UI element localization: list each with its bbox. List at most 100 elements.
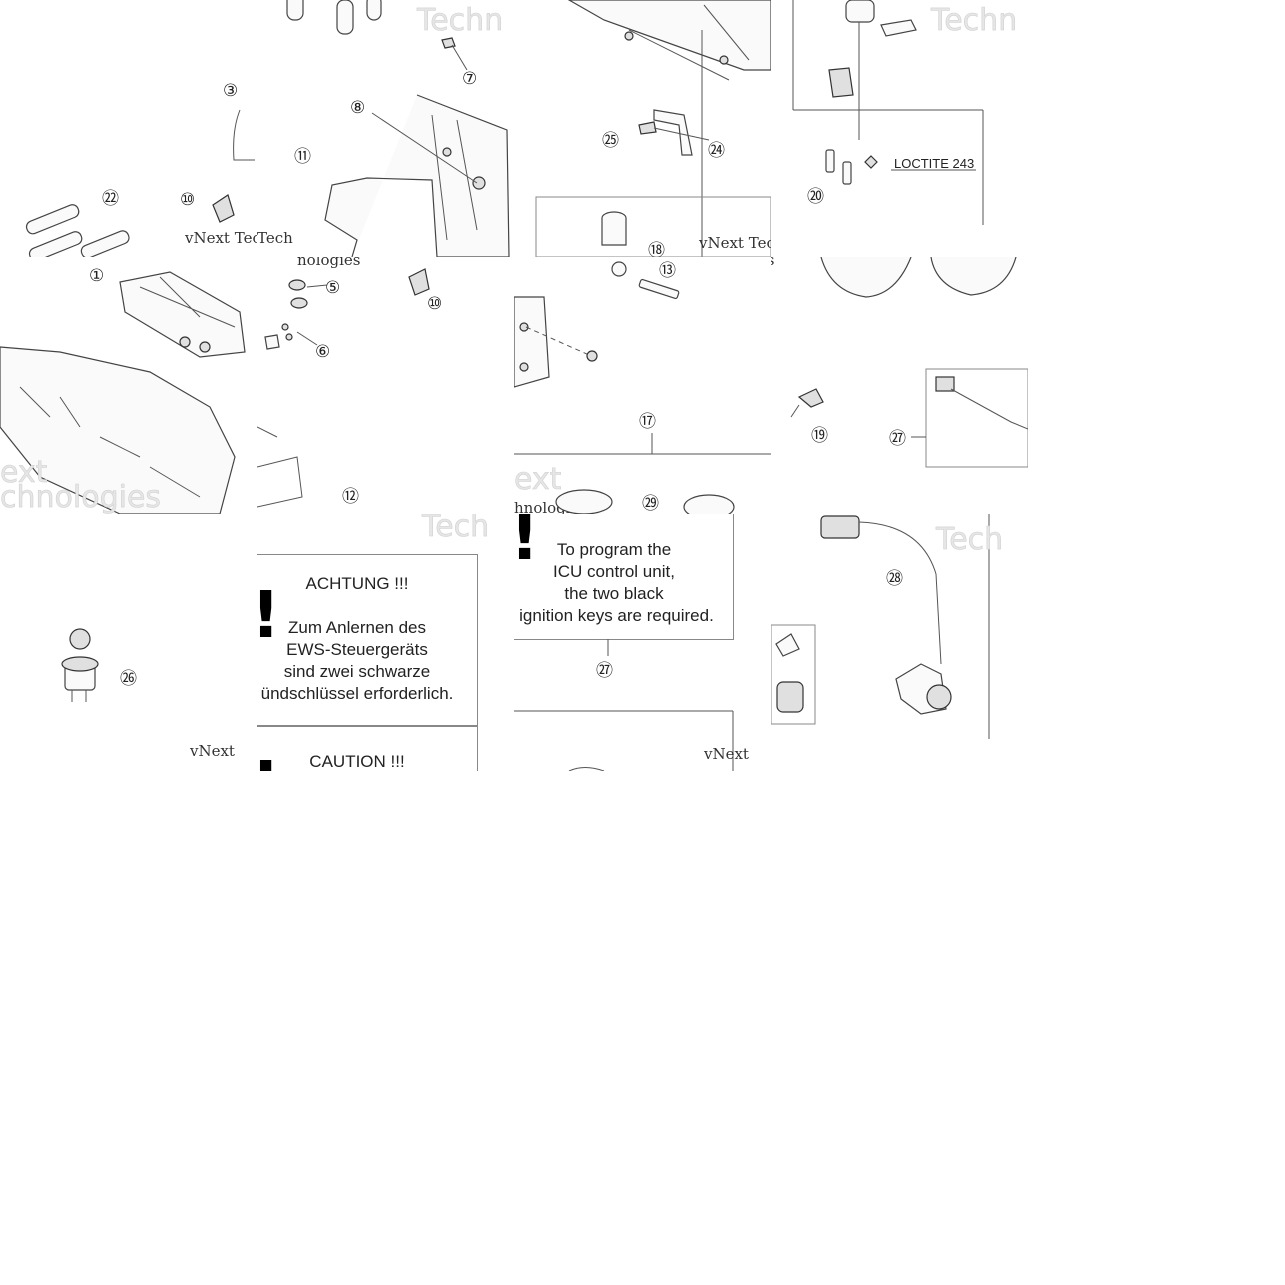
watermark-tech-2: Tech xyxy=(935,522,1003,557)
notice-en-line1: To program the xyxy=(556,540,672,559)
tile-r1c1: ③ ㉒ ⑩ vNext Technologies xyxy=(0,0,257,257)
ignition-lock-cylinder xyxy=(601,211,627,246)
bracket-plate xyxy=(514,296,550,388)
callout-3: ③ xyxy=(223,81,238,100)
tile-r2c3-drawing: Z ext hnologies ⑬ ⑰ ㉙ xyxy=(514,261,771,514)
callout-20: ⑳ xyxy=(807,187,824,206)
exclamation-de: ! xyxy=(257,584,280,648)
collar-18 xyxy=(611,261,627,277)
notice-en-box xyxy=(514,514,734,640)
clip xyxy=(408,268,430,296)
notice-en-caution: CAUTION !!! xyxy=(309,752,405,771)
tile-r2c2: nologies ⑤ ⑥ ⑩ ⑫ xyxy=(257,257,514,514)
callout-13: ⑬ xyxy=(659,261,676,280)
watermark-tech: Tech xyxy=(421,514,489,544)
callout-17: ⑰ xyxy=(639,412,656,431)
notice-de-line1: Zum Anlernen des xyxy=(288,618,426,637)
tile-r1c3-drawing: ㉕ ㉔ ⑱ vNext Technologies xyxy=(535,0,771,257)
callout-25: ㉕ xyxy=(602,131,619,150)
notice-de-line3: sind zwei schwarze xyxy=(283,662,431,681)
callout-27b: ㉗ xyxy=(596,661,613,680)
tile-r3c3-drawing: ㉗ vNext xyxy=(514,639,749,771)
tile-r1c2-drawing: Techn ⑦ ⑧ ⑪ Tech xyxy=(257,0,510,257)
watermark-ogies: nologies xyxy=(297,257,361,269)
spacer-tubes-top xyxy=(286,0,382,35)
part-fragment xyxy=(568,767,605,771)
watermark-techn: Techn xyxy=(416,3,503,38)
callout-12: ⑫ xyxy=(342,487,359,506)
watermark-vnext: vNext Technologies xyxy=(184,229,257,247)
tile-r3c1: ㉖ vNext xyxy=(0,514,257,771)
watermark-techn-3: Techn xyxy=(930,3,1017,38)
tile-r2c3: Z ext hnologies ⑬ ⑰ ㉙ xyxy=(514,257,771,514)
loctite-label: LOCTITE 243 xyxy=(894,156,974,171)
tile-r2c1-drawing: ext chnologies ① xyxy=(0,266,246,514)
key-box xyxy=(771,624,816,725)
callout-29: ㉙ xyxy=(642,494,659,513)
tile-r3c4-drawing: Tech ㉘ xyxy=(771,514,1004,739)
switch-assembly xyxy=(828,0,917,140)
headlight-mask xyxy=(0,346,236,514)
callout-10: ⑩ xyxy=(180,190,195,209)
bolt-13 xyxy=(638,278,680,300)
notice-de-line2: EWS-Steuergeräts xyxy=(286,640,428,659)
exclamation-en: ! xyxy=(514,514,539,570)
callout-18: ⑱ xyxy=(648,241,665,257)
power-socket xyxy=(61,628,99,702)
callout-7: ⑦ xyxy=(462,69,477,88)
watermark-techn-2: Tech xyxy=(257,229,293,247)
frame-bracket-top xyxy=(567,0,771,81)
tile-r1c1-drawing: ③ ㉒ ⑩ vNext Technologies xyxy=(25,81,257,257)
instrument-cluster xyxy=(119,271,246,358)
spacer-tubes xyxy=(25,204,130,257)
callout-1: ① xyxy=(89,266,104,285)
notice-en-top-box xyxy=(257,726,478,771)
callout-22: ㉒ xyxy=(102,189,119,208)
watermark-nologies-2: nologies xyxy=(771,257,775,269)
notice-en-line4: ignition keys are required. xyxy=(519,606,714,625)
wire-connector xyxy=(935,376,1028,430)
watermark-ext-2: ext xyxy=(514,462,562,497)
clip-part xyxy=(212,194,235,223)
screws xyxy=(825,149,878,185)
keys xyxy=(775,633,804,713)
tile-r1c2: Techn ⑦ ⑧ ⑪ Tech xyxy=(257,0,514,257)
callout-5: ⑤ xyxy=(325,278,340,297)
ignition-key xyxy=(790,388,824,418)
notice-en-line3: the two black xyxy=(564,584,664,603)
frame-fragment xyxy=(257,426,303,508)
watermark-technologies: chnologies xyxy=(0,480,161,514)
callout-6: ⑥ xyxy=(315,342,330,361)
callout-8: ⑧ xyxy=(350,98,365,117)
bracket-frame xyxy=(324,94,510,257)
watermark-ext: ext xyxy=(0,455,48,490)
notice-de-title: ACHTUNG !!! xyxy=(305,574,409,593)
nut xyxy=(586,350,598,362)
notice-de-box xyxy=(257,554,478,726)
tile-r1c4-drawing: Techn LOCTITE 243 ⑳ xyxy=(792,0,1018,225)
tile-r3c2-watermark: Tech xyxy=(421,514,490,544)
tile-r3c4: Tech ㉘ xyxy=(771,514,1028,771)
i-label: i xyxy=(771,349,772,368)
callout-24: ㉔ xyxy=(708,141,725,160)
watermark-vnext-4: vNext xyxy=(703,745,749,763)
exclamation-en-caution: ! xyxy=(257,754,280,771)
callout-26: ㉖ xyxy=(120,669,137,688)
callout-28: ㉘ xyxy=(886,569,903,588)
tile-r3c1-drawing: ㉖ vNext xyxy=(61,628,235,760)
watermark-vnext-3: vNext xyxy=(189,742,235,760)
tile-r2c4-drawing: i ⑲ ㉗ nologies xyxy=(771,257,1028,468)
key-heads xyxy=(820,257,1017,298)
callout-27a: ㉗ xyxy=(889,429,906,448)
mount-bracket xyxy=(638,109,693,156)
tile-r3c2: ! ACHTUNG !!! Zum Anlernen des EWS-Steue… xyxy=(257,514,514,771)
notice-en-line2: ICU control unit, xyxy=(553,562,675,581)
callout-19: ⑲ xyxy=(811,426,828,445)
tile-r2c4: i ⑲ ㉗ nologies xyxy=(771,257,1028,514)
callout-11: ⑪ xyxy=(294,147,311,166)
tile-r2c2-drawing: nologies ⑤ ⑥ ⑩ ⑫ xyxy=(257,257,442,508)
tile-r2c1: ext chnologies ① xyxy=(0,257,257,514)
notice-de-line4: ündschlüssel erforderlich. xyxy=(260,684,454,703)
key-fob-rings xyxy=(555,489,735,514)
